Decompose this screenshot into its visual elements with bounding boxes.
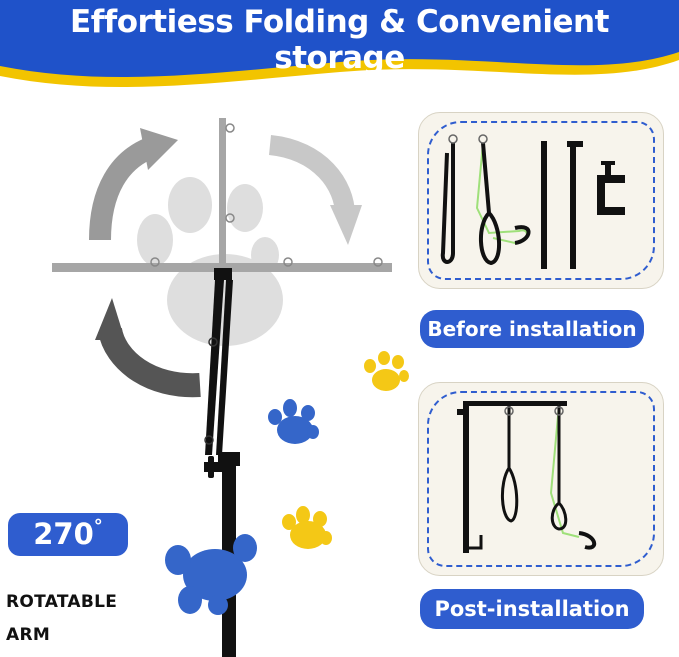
rotate-arrow-icon [89,128,178,241]
caption-line-2: ARM [6,625,51,645]
grooming-loop-icon [440,134,458,264]
post-installation-card [418,382,664,576]
banner-title: Effortiess Folding & Convenient storage [70,4,609,76]
before-installation-label: Before installation [420,310,644,348]
paw-print-icon [282,506,332,549]
header-banner: Effortiess Folding & Convenient storage [0,0,679,95]
vertical-arm [219,118,226,268]
assembled-arm [463,401,567,406]
caption-line-1: ROTATABLE [6,592,118,612]
paw-print-icon [268,399,319,444]
grooming-loop-icon [475,134,531,266]
grooming-loop-icon [501,405,519,523]
clamp-icon [597,161,625,215]
assembled-pole [463,401,469,553]
paw-print-icon [165,534,257,615]
arm-part [570,141,576,269]
grooming-loop-icon [549,404,596,550]
degree-symbol: ° [93,516,103,537]
dashed-border [427,391,655,567]
rotation-badge: 270° [8,513,128,556]
rotate-arrow-icon [95,298,201,398]
rotate-arrow-icon [268,135,362,245]
assembled-illustration [457,401,596,553]
before-installation-card [418,112,664,289]
rotation-value: 270 [33,517,94,551]
paw-print-icon [364,351,409,391]
banner-wave-shape [0,0,679,88]
black-arm [205,280,224,455]
parts-illustration [440,134,625,269]
dashed-border [427,121,655,280]
arm-part [541,141,547,269]
post-installation-label: Post-installation [420,589,644,629]
